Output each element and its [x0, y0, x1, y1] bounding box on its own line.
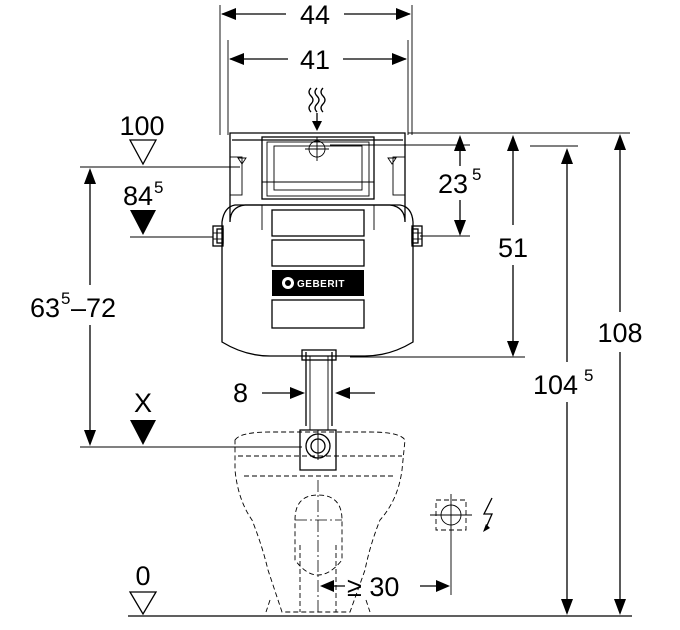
- dimension-51: 51: [350, 132, 630, 358]
- dimension-pipe-8: 8: [233, 378, 375, 408]
- pipe-8-label: 8: [233, 378, 248, 408]
- level-100-label: 100: [119, 111, 164, 141]
- dimension-range-63-72: 63 5 –72: [30, 168, 116, 446]
- level-x-marker: X: [80, 388, 302, 448]
- dimension-104: 104 5: [530, 145, 593, 615]
- water-waves-icon: [308, 87, 326, 131]
- width-41-label: 41: [300, 45, 330, 75]
- flush-pipe: [299, 349, 337, 471]
- electrical-socket-icon: [430, 494, 472, 595]
- height-104-label: 104: [533, 370, 578, 400]
- cistern-frame: [212, 132, 423, 357]
- dimension-width-44: 44: [219, 0, 413, 135]
- level-0-label: 0: [135, 561, 150, 591]
- height-51-label: 51: [498, 233, 528, 263]
- cistern-23-sup: 5: [472, 165, 481, 184]
- range-63-sup: 5: [61, 289, 70, 308]
- range-72-label: –72: [71, 293, 116, 323]
- height-104-sup: 5: [584, 366, 593, 385]
- dimension-108: 108: [597, 134, 643, 615]
- distance-30-label: ≥ 30: [347, 572, 399, 602]
- level-84-marker: 84 5: [123, 178, 213, 238]
- cistern-23-label: 23: [438, 169, 468, 199]
- lightning-bolt-icon: [482, 497, 493, 532]
- geberit-logo-text: GEBERIT: [297, 279, 345, 290]
- level-x-label: X: [134, 388, 152, 418]
- level-84-sup: 5: [154, 178, 163, 197]
- geberit-logo: GEBERIT: [272, 270, 364, 296]
- width-44-label: 44: [300, 0, 330, 30]
- dimension-distance-30: ≥ 30: [320, 572, 450, 602]
- toilet-outline: [234, 431, 406, 615]
- range-63-label: 63: [30, 293, 60, 323]
- level-100-marker: 100: [80, 111, 240, 168]
- dimension-23: 23 5: [330, 135, 486, 237]
- height-108-label: 108: [597, 318, 642, 348]
- dimension-width-41: 41: [227, 40, 409, 135]
- level-84-label: 84: [123, 181, 153, 211]
- level-0-marker: 0: [128, 561, 632, 617]
